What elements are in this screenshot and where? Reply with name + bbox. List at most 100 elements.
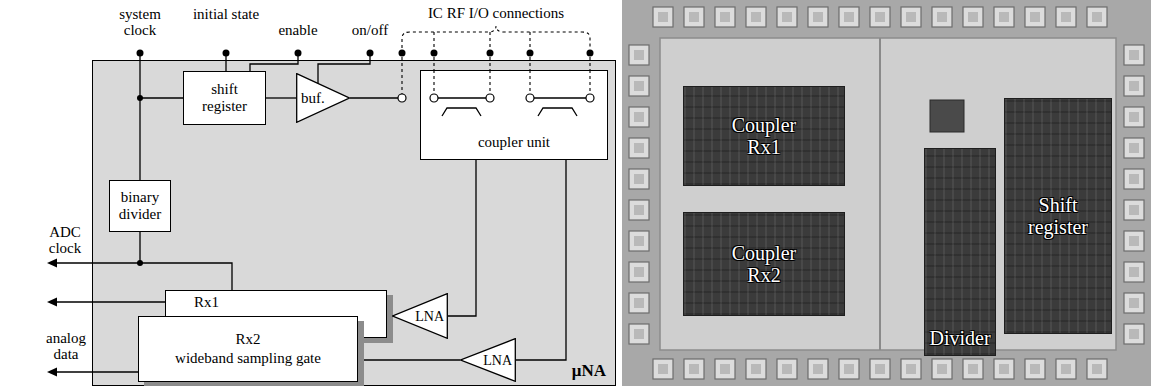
rf-bracket <box>529 32 530 48</box>
process-box: binary divider <box>109 180 171 232</box>
system-box: μNA shift register buf. coupler unit binary… <box>92 60 616 386</box>
bond-pad <box>1087 359 1107 379</box>
signal-label: analog data <box>40 330 92 362</box>
coupled-line <box>538 108 577 116</box>
node-text: Shift register <box>1018 194 1098 238</box>
rf-bracket <box>433 32 434 48</box>
bond-pad <box>901 359 921 379</box>
bond-pad <box>684 359 704 379</box>
node-text: Rx2 <box>235 330 260 349</box>
bond-pad <box>1124 200 1144 220</box>
signal-label: IC RF I/O connections <box>401 5 591 21</box>
bond-pad <box>1124 169 1144 189</box>
rf-bracket <box>402 26 590 48</box>
on-off-wire <box>318 56 370 83</box>
triangle-shape <box>393 294 448 339</box>
bond-pad <box>839 7 859 27</box>
buffer-output-wire <box>350 97 398 98</box>
buffer-triangle: buf. <box>296 73 350 123</box>
rf-port-circle <box>486 94 494 102</box>
clock-wire <box>140 97 183 98</box>
pin-dot <box>527 50 534 57</box>
rf-pin-wire <box>489 57 490 70</box>
rf-pin-wire <box>529 70 530 94</box>
bond-pad <box>629 324 649 344</box>
chip-split-line <box>879 38 881 350</box>
pin-dot <box>431 50 438 57</box>
bond-pad <box>629 76 649 96</box>
arrow-head <box>47 259 57 268</box>
receiver-box: Rx2wideband sampling gate <box>138 316 358 382</box>
signal-connector <box>358 359 460 360</box>
rf-pin-wire <box>433 70 434 94</box>
bond-pad <box>808 359 828 379</box>
node-text: μNA <box>572 361 606 380</box>
bond-pad <box>1124 293 1144 313</box>
bond-pad <box>808 7 828 27</box>
junction-dot <box>137 95 143 101</box>
bond-pad <box>629 200 649 220</box>
bond-pad <box>1124 324 1144 344</box>
amplifier-triangle: LNA <box>460 338 516 382</box>
bond-pad <box>1056 359 1076 379</box>
bond-pad <box>994 359 1014 379</box>
node-text: LNA <box>483 353 512 368</box>
bond-pad <box>1124 262 1144 282</box>
bond-pad <box>1124 138 1144 158</box>
bond-pad <box>1025 7 1045 27</box>
chip-block: Coupler Rx1 <box>683 86 845 186</box>
chip-block: Divider <box>924 148 996 356</box>
signal-label: ADC clock <box>40 224 90 256</box>
bond-pad <box>1124 45 1144 65</box>
coupled-line <box>442 108 481 116</box>
bond-pad <box>1124 231 1144 251</box>
bond-pad <box>715 359 735 379</box>
pin-dot <box>399 50 406 57</box>
bond-pad <box>653 359 673 379</box>
bond-pad <box>870 359 890 379</box>
chip-background <box>622 0 1151 386</box>
pin-dot <box>487 50 494 57</box>
bond-pad <box>629 138 649 158</box>
rf-port-circle <box>398 94 406 102</box>
enable-wire <box>250 56 298 71</box>
node-text: Rx1 <box>194 294 219 311</box>
rf-port-circle <box>430 94 438 102</box>
node-text: shift register <box>188 81 261 115</box>
signal-label: system clock <box>106 6 174 38</box>
clock-wire <box>139 56 140 180</box>
bond-pad <box>963 7 983 27</box>
arrow-head <box>47 368 57 377</box>
rf-port-circle <box>586 94 594 102</box>
pin-dot <box>223 50 230 57</box>
bond-pad <box>629 293 649 313</box>
bond-pad <box>629 107 649 127</box>
bond-pad <box>1124 76 1144 96</box>
process-box: shift register <box>183 71 266 125</box>
node-text: buf. <box>301 91 325 106</box>
chip-block: Shift register <box>1004 98 1112 334</box>
bond-pad <box>777 359 797 379</box>
triangle-shape <box>461 339 516 382</box>
chip-logo-block <box>930 100 964 132</box>
signal-label: on/off <box>336 22 404 38</box>
bond-pad <box>629 45 649 65</box>
signal-connector <box>140 232 232 290</box>
through-line <box>438 97 486 98</box>
rf-pin-wire <box>589 57 590 70</box>
signal-label: initial state <box>192 6 260 22</box>
bond-pad <box>932 359 952 379</box>
through-line <box>534 97 586 98</box>
bond-pad <box>629 231 649 251</box>
rf-pin-wire <box>433 57 434 70</box>
signal-connector <box>516 160 566 360</box>
signal-label: enable <box>264 22 332 38</box>
arrow-head <box>47 298 57 307</box>
signal-connector <box>266 97 296 98</box>
node-text: coupler unit <box>478 134 550 151</box>
amplifier-triangle: LNA <box>392 293 448 339</box>
pin-dot <box>295 50 302 57</box>
node-text: LNA <box>415 309 444 324</box>
chip-core <box>660 38 1116 350</box>
node-text: Coupler Rx2 <box>722 242 806 286</box>
